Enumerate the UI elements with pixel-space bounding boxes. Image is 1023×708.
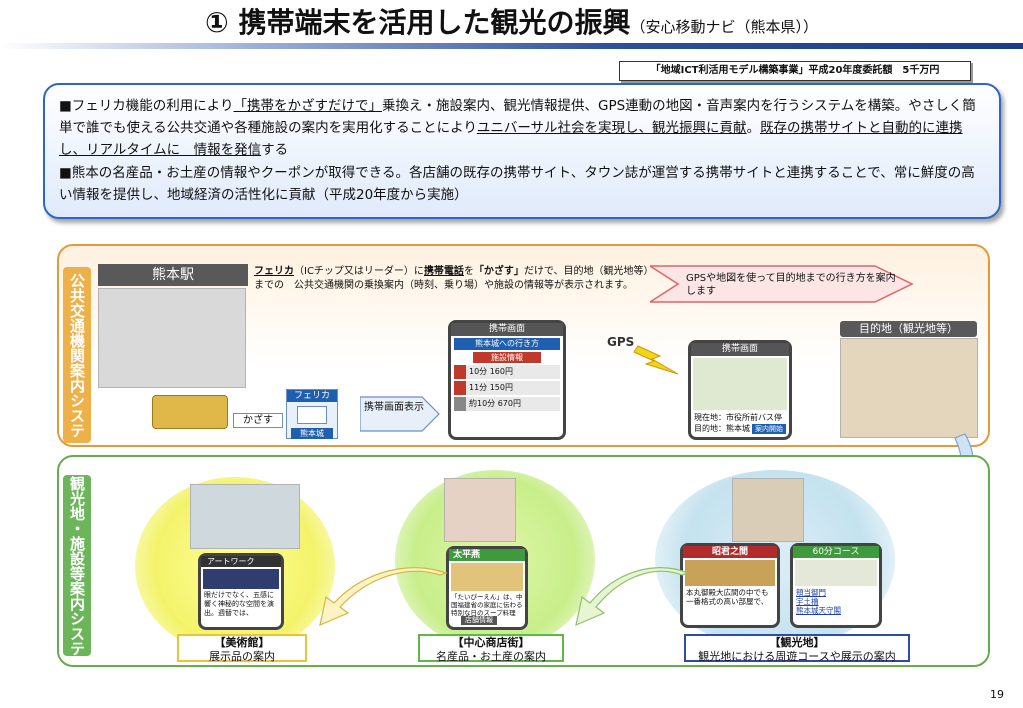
desc-text: （ICチップ又はリーダー）に bbox=[294, 266, 424, 277]
felica-description: フェリカ（ICチップ又はリーダー）に携帯電話を「かざす」だけで、目的地（観光地等… bbox=[254, 265, 654, 309]
phone-screen-course: 60分コース 頬当御門 宇土櫓 熊本城天守閣 bbox=[790, 543, 882, 628]
desc-kazasu: 「かざす」 bbox=[473, 266, 524, 277]
phone-screen-shop: 太平燕 「たいぴーえん」は、中国福建省の家庭に伝わる特別な日のスープ料理 店舗情… bbox=[446, 546, 528, 630]
page-title: ① 携帯端末を活用した観光の振興（安心移動ナビ（熊本県）） bbox=[0, 6, 1023, 44]
mobile-phone-image bbox=[152, 395, 228, 429]
phone-screen-header: 携帯画面 bbox=[691, 343, 789, 356]
shop-caption: 【中心商店街】 名産品・お土産の案内 bbox=[418, 634, 564, 663]
museum-photo bbox=[190, 484, 300, 549]
summary-box: ■フェリカ機能の利用により「携帯をかざすだけで」乗換え・施設案内、観光情報提供、… bbox=[43, 83, 1001, 219]
felica-wave-icon bbox=[297, 406, 327, 424]
felica-reader-title: フェリカ bbox=[287, 390, 337, 402]
museum-screen-text: 眼だけでなく、五感に響く神秘的な空間を演出。週替では、 bbox=[204, 591, 274, 617]
sight-caption: 【観光地】 観光地における周遊コースや展示の案内 bbox=[684, 634, 910, 663]
flow-arrow-icon bbox=[319, 567, 448, 627]
desc-phone: 携帯電話 bbox=[423, 266, 464, 277]
desc-text: だけで、目的地（観光地等）までの 公共交通機関の乗換案内（時刻、乗り場）や施設の… bbox=[254, 266, 654, 291]
phone-screen-title: 熊本城への行き方 bbox=[454, 338, 560, 350]
phone-screen-transit: 携帯画面 熊本城への行き方 施設情報 10分 160円 11分 150円 約10… bbox=[448, 320, 566, 440]
summary-paragraph-2: ■熊本の名産品・お土産の情報やクーポンが取得できる。各店舗の既存の携帯サイト、タ… bbox=[59, 165, 975, 203]
course-screen-title: 60分コース bbox=[793, 546, 879, 558]
artwork-image bbox=[203, 569, 279, 589]
felica-reader-sub: 熊本城 bbox=[291, 428, 333, 439]
gps-signal-icon bbox=[633, 345, 679, 375]
route-row: 11分 150円 bbox=[454, 381, 560, 395]
route-row: 10分 160円 bbox=[454, 365, 560, 379]
shop-caption-sub: 名産品・お土産の案内 bbox=[436, 650, 546, 663]
sight-photo bbox=[732, 478, 804, 542]
phone-screen-museum: アートワーク 眼だけでなく、五感に響く神秘的な空間を演出。週替では、 bbox=[198, 553, 284, 630]
shop-photo bbox=[444, 478, 516, 542]
shop-screen-text: 「たいぴーえん」は、中国福建省の家庭に伝わる特別な日のスープ料理 bbox=[451, 593, 523, 617]
summary-underline: 既存の携帯サイトと自動的に連携し、リアルタイムに 情報を発信 bbox=[59, 120, 963, 158]
felica-reader: フェリカ 熊本城 bbox=[286, 389, 338, 439]
phone-screen-sight: 昭君之間 本丸御殿大広間の中でも一番格式の高い部屋で、 bbox=[680, 543, 780, 628]
phone-screen-subtitle: 施設情報 bbox=[473, 352, 541, 363]
desc-text: を bbox=[463, 266, 474, 277]
room-image bbox=[685, 560, 775, 586]
course-link[interactable]: 宇土櫓 bbox=[796, 597, 819, 606]
gps-arrow-icon bbox=[650, 265, 914, 303]
museum-caption: 【美術館】 展示品の案内 bbox=[177, 634, 307, 663]
map-image bbox=[693, 358, 787, 410]
map-destination: 目的地：熊本城 bbox=[694, 424, 750, 433]
course-map-image bbox=[795, 560, 877, 586]
phone-screen-map: 携帯画面 現在地：市役所前バス停 目的地：熊本城 案内開始 bbox=[688, 340, 792, 440]
shop-info-button[interactable]: 店舗情報 bbox=[461, 616, 497, 625]
header-rule bbox=[0, 43, 1023, 49]
course-link[interactable]: 頬当御門 bbox=[796, 588, 826, 597]
map-current-location: 現在地：市役所前バス停 bbox=[694, 413, 782, 422]
kazasu-label: かざす bbox=[233, 413, 283, 428]
route-row: 約10分 670円 bbox=[454, 397, 560, 411]
sight-caption-title: 【観光地】 bbox=[769, 636, 825, 649]
show-label: 携帯画面表示 bbox=[364, 402, 424, 413]
shop-screen-title: 太平燕 bbox=[449, 549, 525, 561]
title-subtitle: （安心移動ナビ（熊本県）） bbox=[630, 18, 818, 36]
summary-paragraph-1: ■フェリカ機能の利用により「携帯をかざすだけで」乗換え・施設案内、観光情報提供、… bbox=[59, 95, 985, 161]
page-number: 19 bbox=[990, 688, 1004, 701]
flow-arrow-icon bbox=[575, 567, 690, 627]
shop-caption-title: 【中心商店街】 bbox=[452, 636, 530, 649]
navigation-start-button[interactable]: 案内開始 bbox=[752, 424, 786, 434]
summary-underline: ユニバーサル社会を実現し、観光振興に貢献 bbox=[476, 120, 747, 136]
dish-image bbox=[451, 563, 523, 591]
station-photo bbox=[98, 288, 246, 388]
show-arrow-icon bbox=[360, 396, 440, 432]
desc-felica: フェリカ bbox=[254, 266, 294, 277]
sight-screen-title: 昭君之間 bbox=[683, 546, 777, 558]
sight-caption-sub: 観光地における周遊コースや展示の案内 bbox=[698, 650, 896, 663]
sightseeing-section-label: 観光地・施設等案内システム bbox=[40, 475, 91, 656]
title-main: ① 携帯端末を活用した観光の振興 bbox=[205, 6, 631, 39]
museum-screen-title: アートワーク bbox=[201, 556, 281, 567]
gps-description: GPSや地図を使って目的地までの行き方を案内します bbox=[686, 273, 896, 297]
summary-text: 乗換え・施設案内、観光情報提供、GPS連動の地図・音声案内を行うシステムを構築。… bbox=[59, 98, 976, 136]
summary-underline: 「携帯をかざすだけで」 bbox=[233, 98, 383, 114]
destination-label: 目的地（観光地等） bbox=[840, 321, 977, 337]
station-label: 熊本駅 bbox=[98, 264, 248, 286]
phone-screen-header: 携帯画面 bbox=[451, 323, 563, 336]
sight-screen-text: 本丸御殿大広間の中でも一番格式の高い部屋で、 bbox=[686, 588, 769, 606]
budget-note: 「地域ICT利活用モデル構築事業」平成20年度委託額 5千万円 bbox=[619, 61, 971, 81]
museum-caption-sub: 展示品の案内 bbox=[209, 650, 275, 663]
transit-section-label: 公共交通機関案内システム bbox=[40, 267, 91, 443]
gps-label: GPS bbox=[607, 335, 635, 349]
museum-caption-title: 【美術館】 bbox=[214, 636, 270, 649]
summary-text: 。 bbox=[746, 120, 761, 136]
course-link[interactable]: 熊本城天守閣 bbox=[796, 606, 841, 615]
summary-text: ■フェリカ機能の利用により bbox=[59, 98, 234, 114]
destination-photo bbox=[840, 338, 978, 438]
summary-text: する bbox=[261, 142, 289, 158]
